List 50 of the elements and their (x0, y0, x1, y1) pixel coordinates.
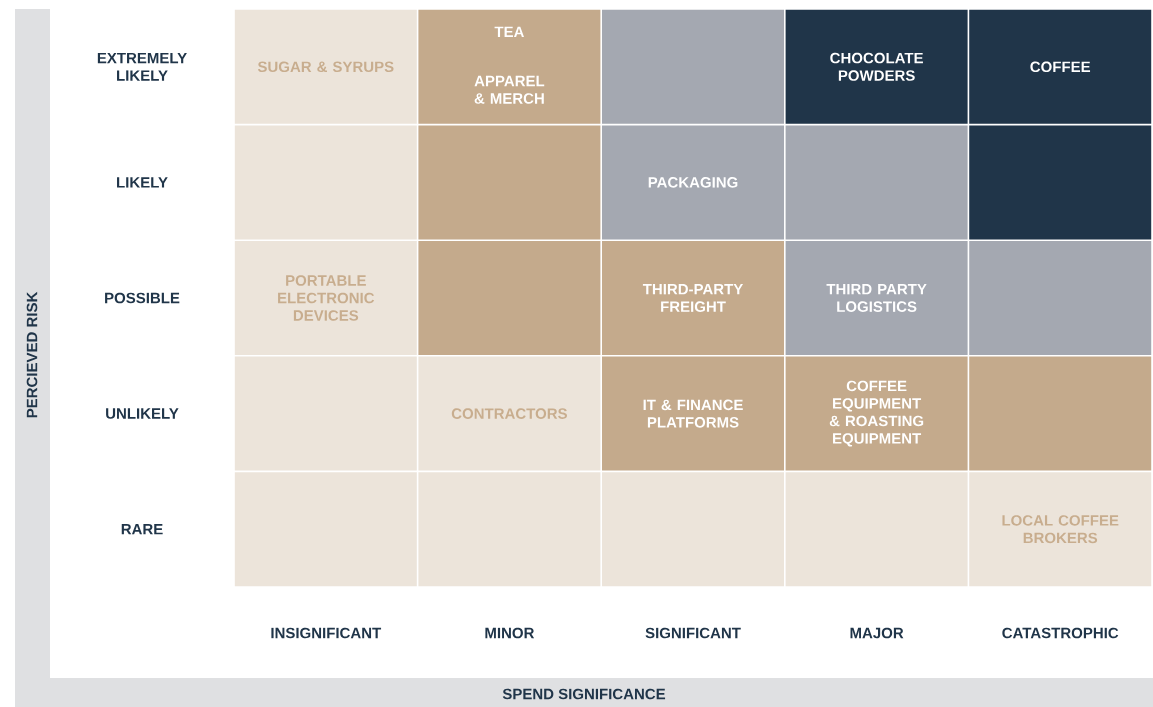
node-label: APPAREL & MERCH (474, 75, 545, 104)
column-label: SIGNIFICANT (645, 627, 741, 639)
node-label: PACKAGING (648, 177, 738, 188)
row-label: EXTREMELY LIKELY (97, 52, 187, 81)
node-label: IT & FINANCE PLATFORMS (643, 399, 743, 428)
row-label: POSSIBLE (105, 292, 180, 304)
matrix-cell (418, 241, 601, 355)
node-label: CHOCOLATE POWDERS (830, 52, 923, 81)
matrix-cell: PORTABLE ELECTRONIC DEVICES (234, 241, 417, 355)
matrix-cell (418, 472, 601, 587)
matrix-cell: SUGAR & SYRUPS (234, 9, 417, 124)
matrix-cell (969, 125, 1152, 240)
matrix-cell: CHOCOLATE POWDERS (785, 9, 968, 124)
node-label: LOCAL COFFEE BROKERS (1002, 515, 1119, 544)
row-label: RARE (121, 524, 163, 535)
node-label: PORTABLE ELECTRONIC DEVICES (278, 275, 375, 321)
matrix-cell: LOCAL COFFEE BROKERS (969, 472, 1152, 587)
matrix-cell (785, 472, 968, 587)
node-label: COFFEE EQUIPMENT & ROASTING EQUIPMENT (829, 380, 924, 447)
matrix-cell (234, 125, 417, 240)
matrix-cell: COFFEE (969, 9, 1152, 124)
node-label: SUGAR & SYRUPS (257, 61, 394, 73)
matrix-cell: TEA APPAREL & MERCH (418, 9, 601, 124)
column-label: MINOR (485, 627, 535, 639)
row-label: UNLIKELY (106, 408, 179, 419)
row-label: LIKELY (117, 177, 168, 188)
node-label: THIRD PARTY LOGISTICS (826, 284, 927, 312)
matrix-cell: COFFEE EQUIPMENT & ROASTING EQUIPMENT (785, 356, 968, 471)
node-label: CONTRACTORS (451, 408, 567, 419)
matrix-cell: CONTRACTORS (418, 356, 601, 471)
matrix-cell: PACKAGING (602, 125, 784, 240)
matrix-cell (234, 472, 417, 587)
matrix-cell (602, 472, 784, 587)
node-label: COFFEE (1030, 61, 1091, 73)
matrix-cell: IT & FINANCE PLATFORMS (602, 356, 784, 471)
column-label: INSIGNIFICANT (271, 627, 382, 639)
node-label: THIRD-PARTY FREIGHT (642, 284, 744, 312)
axis-title: SPEND SIGNIFICANCE (502, 688, 666, 700)
matrix-cell (234, 356, 417, 471)
matrix-cell (969, 241, 1152, 355)
column-label: CATASTROPHIC (1002, 627, 1119, 639)
matrix-cell (418, 125, 601, 240)
matrix-cell: THIRD-PARTY FREIGHT (602, 241, 784, 355)
node-label: TEA (494, 26, 525, 37)
matrix-cell: THIRD PARTY LOGISTICS (785, 241, 968, 355)
column-label: MAJOR (850, 627, 904, 639)
matrix-cell (969, 356, 1152, 471)
matrix-cell (785, 125, 968, 240)
matrix-cell (602, 9, 784, 124)
axis-title: PERCIEVED RISK (26, 291, 38, 418)
